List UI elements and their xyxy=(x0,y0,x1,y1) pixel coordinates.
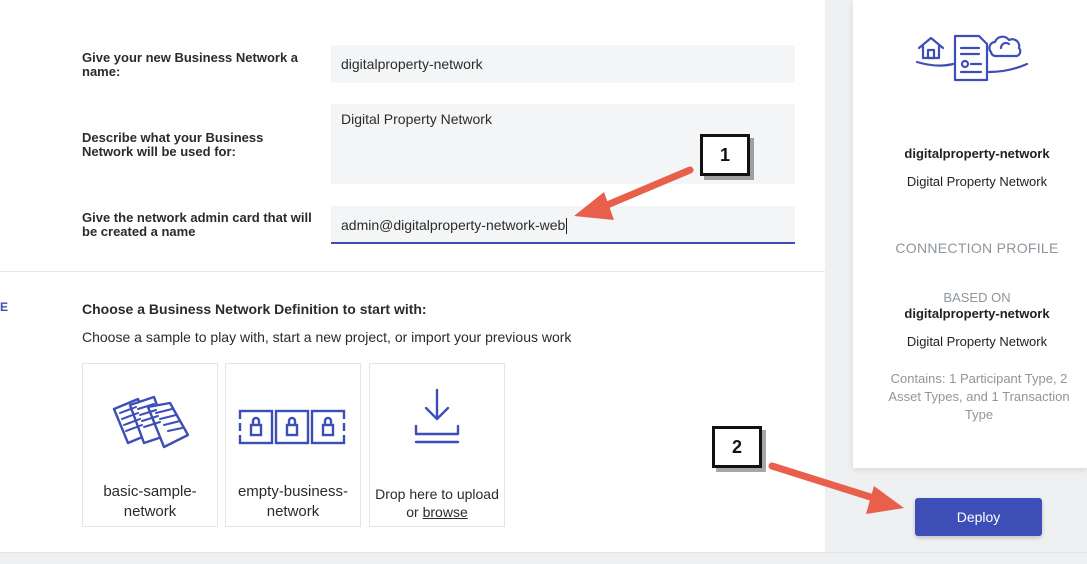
based-on-desc: Digital Property Network xyxy=(906,334,1048,349)
sample-card-basic[interactable]: basic-sample-network xyxy=(82,363,218,527)
definition-title: Choose a Business Network Definition to … xyxy=(82,301,427,317)
text-caret xyxy=(566,218,568,235)
contains-summary: Contains: 1 Participant Type, 2 Asset Ty… xyxy=(888,371,1070,422)
admin-card-value: admin@digitalproperty-network-web xyxy=(341,217,566,233)
documents-icon xyxy=(83,392,217,462)
callout-badge-1: 1 xyxy=(700,134,750,176)
network-name-input[interactable]: digitalproperty-network xyxy=(331,45,795,83)
download-tray-icon xyxy=(370,382,504,452)
callout-badge-2: 2 xyxy=(712,426,762,468)
admin-card-input[interactable]: admin@digitalproperty-network-web xyxy=(331,206,795,244)
main-panel: Give your new Business Network a name: d… xyxy=(0,45,825,527)
drop-zone[interactable]: Drop here to upload or browse xyxy=(369,363,505,527)
deploy-button[interactable]: Deploy xyxy=(915,498,1042,536)
admin-card-label: Give the network admin card that will be… xyxy=(82,210,312,239)
summary-network-name: digitalproperty-network xyxy=(904,146,1050,161)
connection-profile-heading: CONNECTION PROFILE xyxy=(895,240,1059,256)
based-on-name: digitalproperty-network xyxy=(904,306,1050,321)
network-summary-card: digitalproperty-network Digital Property… xyxy=(853,0,1087,468)
locked-blocks-icon xyxy=(226,392,360,462)
based-on-label: BASED ON xyxy=(943,290,1011,305)
sample-card-label: basic-sample-network xyxy=(103,483,197,520)
definition-subtitle: Choose a sample to play with, start a ne… xyxy=(82,329,572,345)
sample-card-empty[interactable]: empty-business-network xyxy=(225,363,361,527)
summary-network-desc: Digital Property Network xyxy=(906,174,1048,189)
drop-zone-label: Drop here to upload or xyxy=(375,486,499,520)
drop-zone-text: Drop here to upload or browse xyxy=(374,485,500,521)
sidebar-letter[interactable]: E xyxy=(0,300,9,314)
network-description-label: Describe what your Business Network will… xyxy=(82,130,264,159)
property-documents-illustration xyxy=(915,28,1031,89)
bottom-scroll-strip xyxy=(0,552,1087,564)
browse-link[interactable]: browse xyxy=(422,504,468,520)
network-name-label: Give your new Business Network a name: xyxy=(82,50,299,79)
section-divider xyxy=(0,271,825,272)
sample-card-label: empty-business-network xyxy=(237,483,349,520)
